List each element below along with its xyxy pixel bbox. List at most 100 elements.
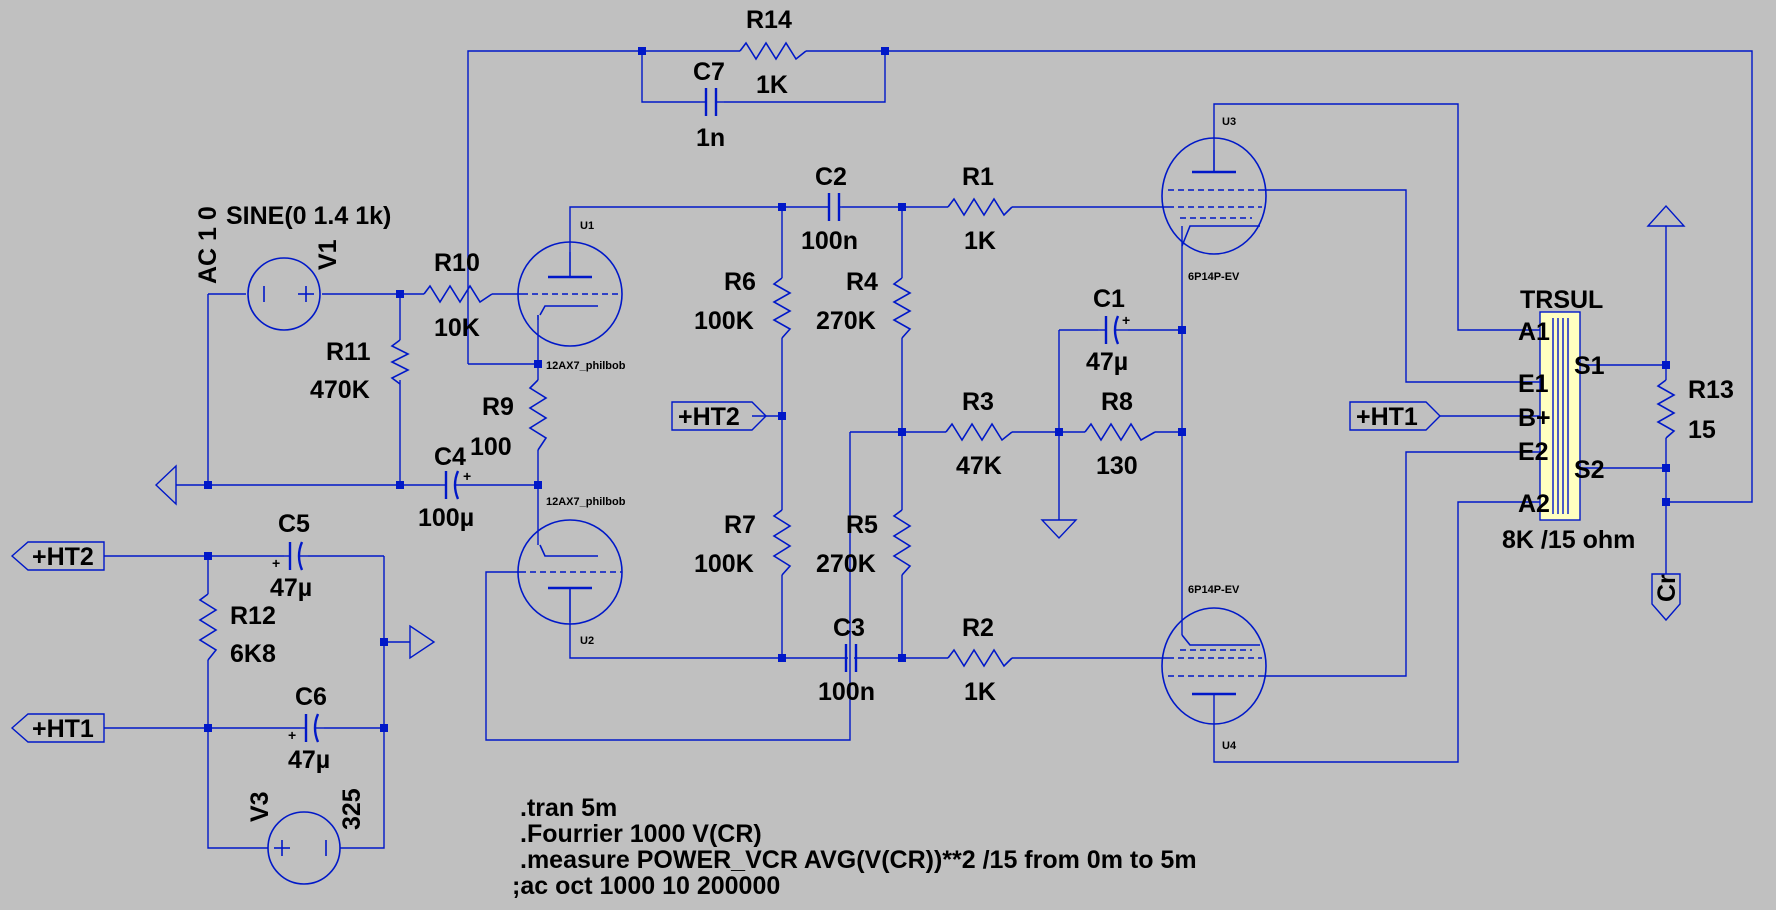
r11-body <box>390 339 410 385</box>
r6-name: R6 <box>724 268 756 296</box>
c3-value: 100n <box>818 678 875 706</box>
c4-name: C4 <box>434 443 466 471</box>
resistors <box>198 41 1676 668</box>
directive-tran: .tran 5m <box>520 794 617 822</box>
v3-value: 325 <box>338 788 366 830</box>
trsul-value: 8K /15 ohm <box>1502 526 1635 554</box>
voltage-source-v1[interactable] <box>247 257 321 331</box>
net-labels <box>10 401 1681 743</box>
trsul-name: TRSUL <box>1520 286 1603 314</box>
r13-value: 15 <box>1688 416 1716 444</box>
v1-name: V1 <box>314 239 342 270</box>
r12-value: 6K8 <box>230 640 276 668</box>
pin-a1: A1 <box>1518 318 1550 346</box>
r1-value: 1K <box>964 227 996 255</box>
junctions <box>204 47 1670 732</box>
c2-value: 100n <box>801 227 858 255</box>
r12-body <box>198 593 218 661</box>
tube-u2[interactable] <box>517 519 623 625</box>
capacitors: + + + + <box>272 88 1130 743</box>
v3-name: V3 <box>246 791 274 822</box>
tube-u3[interactable] <box>1161 137 1267 255</box>
directive-measure: .measure POWER_VCR AVG(V(CR))**2 /15 fro… <box>520 846 1197 874</box>
r6-body <box>772 277 792 339</box>
r7-body <box>772 509 792 576</box>
r8-value: 130 <box>1096 452 1138 480</box>
u2-name: U2 <box>580 635 594 647</box>
pin-bplus: B+ <box>1518 404 1551 432</box>
net-label-text: +HT2 +HT1 +HT2 +HT1 Cr <box>32 403 1681 743</box>
component-labels: R14 1K C7 1n C2 100n R1 1K AC 1 0 SINE(0… <box>194 6 1734 830</box>
ht2-label-mid: +HT2 <box>678 403 740 431</box>
svg-text:+: + <box>272 555 280 571</box>
r7-value: 100K <box>694 550 754 578</box>
wires <box>104 50 1753 849</box>
r5-body <box>892 509 912 576</box>
r1-body <box>947 197 1013 217</box>
c1-value: 47µ <box>1086 348 1128 376</box>
r1-name: R1 <box>962 163 994 191</box>
u4-name: U4 <box>1222 740 1237 752</box>
c1-name: C1 <box>1093 285 1125 313</box>
c6-value: 47µ <box>288 746 330 774</box>
pin-s1: S1 <box>1574 352 1605 380</box>
r2-value: 1K <box>964 678 996 706</box>
r4-body <box>892 277 912 339</box>
r5-name: R5 <box>846 511 878 539</box>
c5-value: 47µ <box>270 574 312 602</box>
spice-directives: .tran 5m .Fourrier 1000 V(CR) .measure P… <box>512 794 1197 900</box>
ground-symbols <box>154 204 1686 660</box>
svg-text:+: + <box>463 468 471 484</box>
r10-body <box>423 284 493 304</box>
r4-value: 270K <box>816 307 876 335</box>
r11-name: R11 <box>326 338 371 366</box>
r12-name: R12 <box>230 602 276 630</box>
ht1-label-right: +HT1 <box>1356 403 1418 431</box>
v1-ac: AC 1 0 <box>194 206 222 284</box>
r8-body <box>1084 422 1156 442</box>
r13-name: R13 <box>1688 376 1734 404</box>
r9-name: R9 <box>482 393 514 421</box>
transformer-trsul[interactable] <box>1539 311 1581 521</box>
c5-name: C5 <box>278 510 310 538</box>
c6-name: C6 <box>295 683 327 711</box>
v1-value: SINE(0 1.4 1k) <box>226 202 391 230</box>
r14-body <box>739 41 807 61</box>
pin-e1: E1 <box>1518 370 1549 398</box>
ht1-label-left: +HT1 <box>32 715 94 743</box>
r9-body <box>528 379 548 451</box>
svg-text:+: + <box>288 727 296 743</box>
c4-value: 100µ <box>418 504 474 532</box>
r10-value: 10K <box>434 314 480 342</box>
r14-value: 1K <box>756 71 788 99</box>
r14-name: R14 <box>746 6 792 34</box>
svg-text:+: + <box>1122 312 1130 328</box>
r4-name: R4 <box>846 268 878 296</box>
r10-name: R10 <box>434 249 480 277</box>
r13-body <box>1656 379 1676 439</box>
r7-name: R7 <box>724 511 756 539</box>
pin-a2: A2 <box>1518 490 1550 518</box>
voltage-source-v3[interactable] <box>267 811 341 885</box>
tube-u4[interactable] <box>1161 607 1267 725</box>
u1-name: U1 <box>580 220 594 232</box>
r9-value: 100 <box>470 433 512 461</box>
r3-value: 47K <box>956 452 1002 480</box>
u3-name: U3 <box>1222 116 1236 128</box>
r5-value: 270K <box>816 550 876 578</box>
c7-value: 1n <box>696 124 725 152</box>
c2-name: C2 <box>815 163 847 191</box>
r2-body <box>947 648 1013 668</box>
directive-ac: ;ac oct 1000 10 200000 <box>512 872 780 900</box>
r2-name: R2 <box>962 614 994 642</box>
tube-u1[interactable] <box>517 241 623 347</box>
ht2-label-left: +HT2 <box>32 543 94 571</box>
pin-s2: S2 <box>1574 456 1605 484</box>
r3-name: R3 <box>962 388 994 416</box>
u1-model: 12AX7_philbob <box>546 360 626 372</box>
u3-model: 6P14P-EV <box>1188 271 1240 283</box>
directive-fourier: .Fourrier 1000 V(CR) <box>520 820 762 848</box>
u2-model: 12AX7_philbob <box>546 496 626 508</box>
pin-e2: E2 <box>1518 438 1549 466</box>
